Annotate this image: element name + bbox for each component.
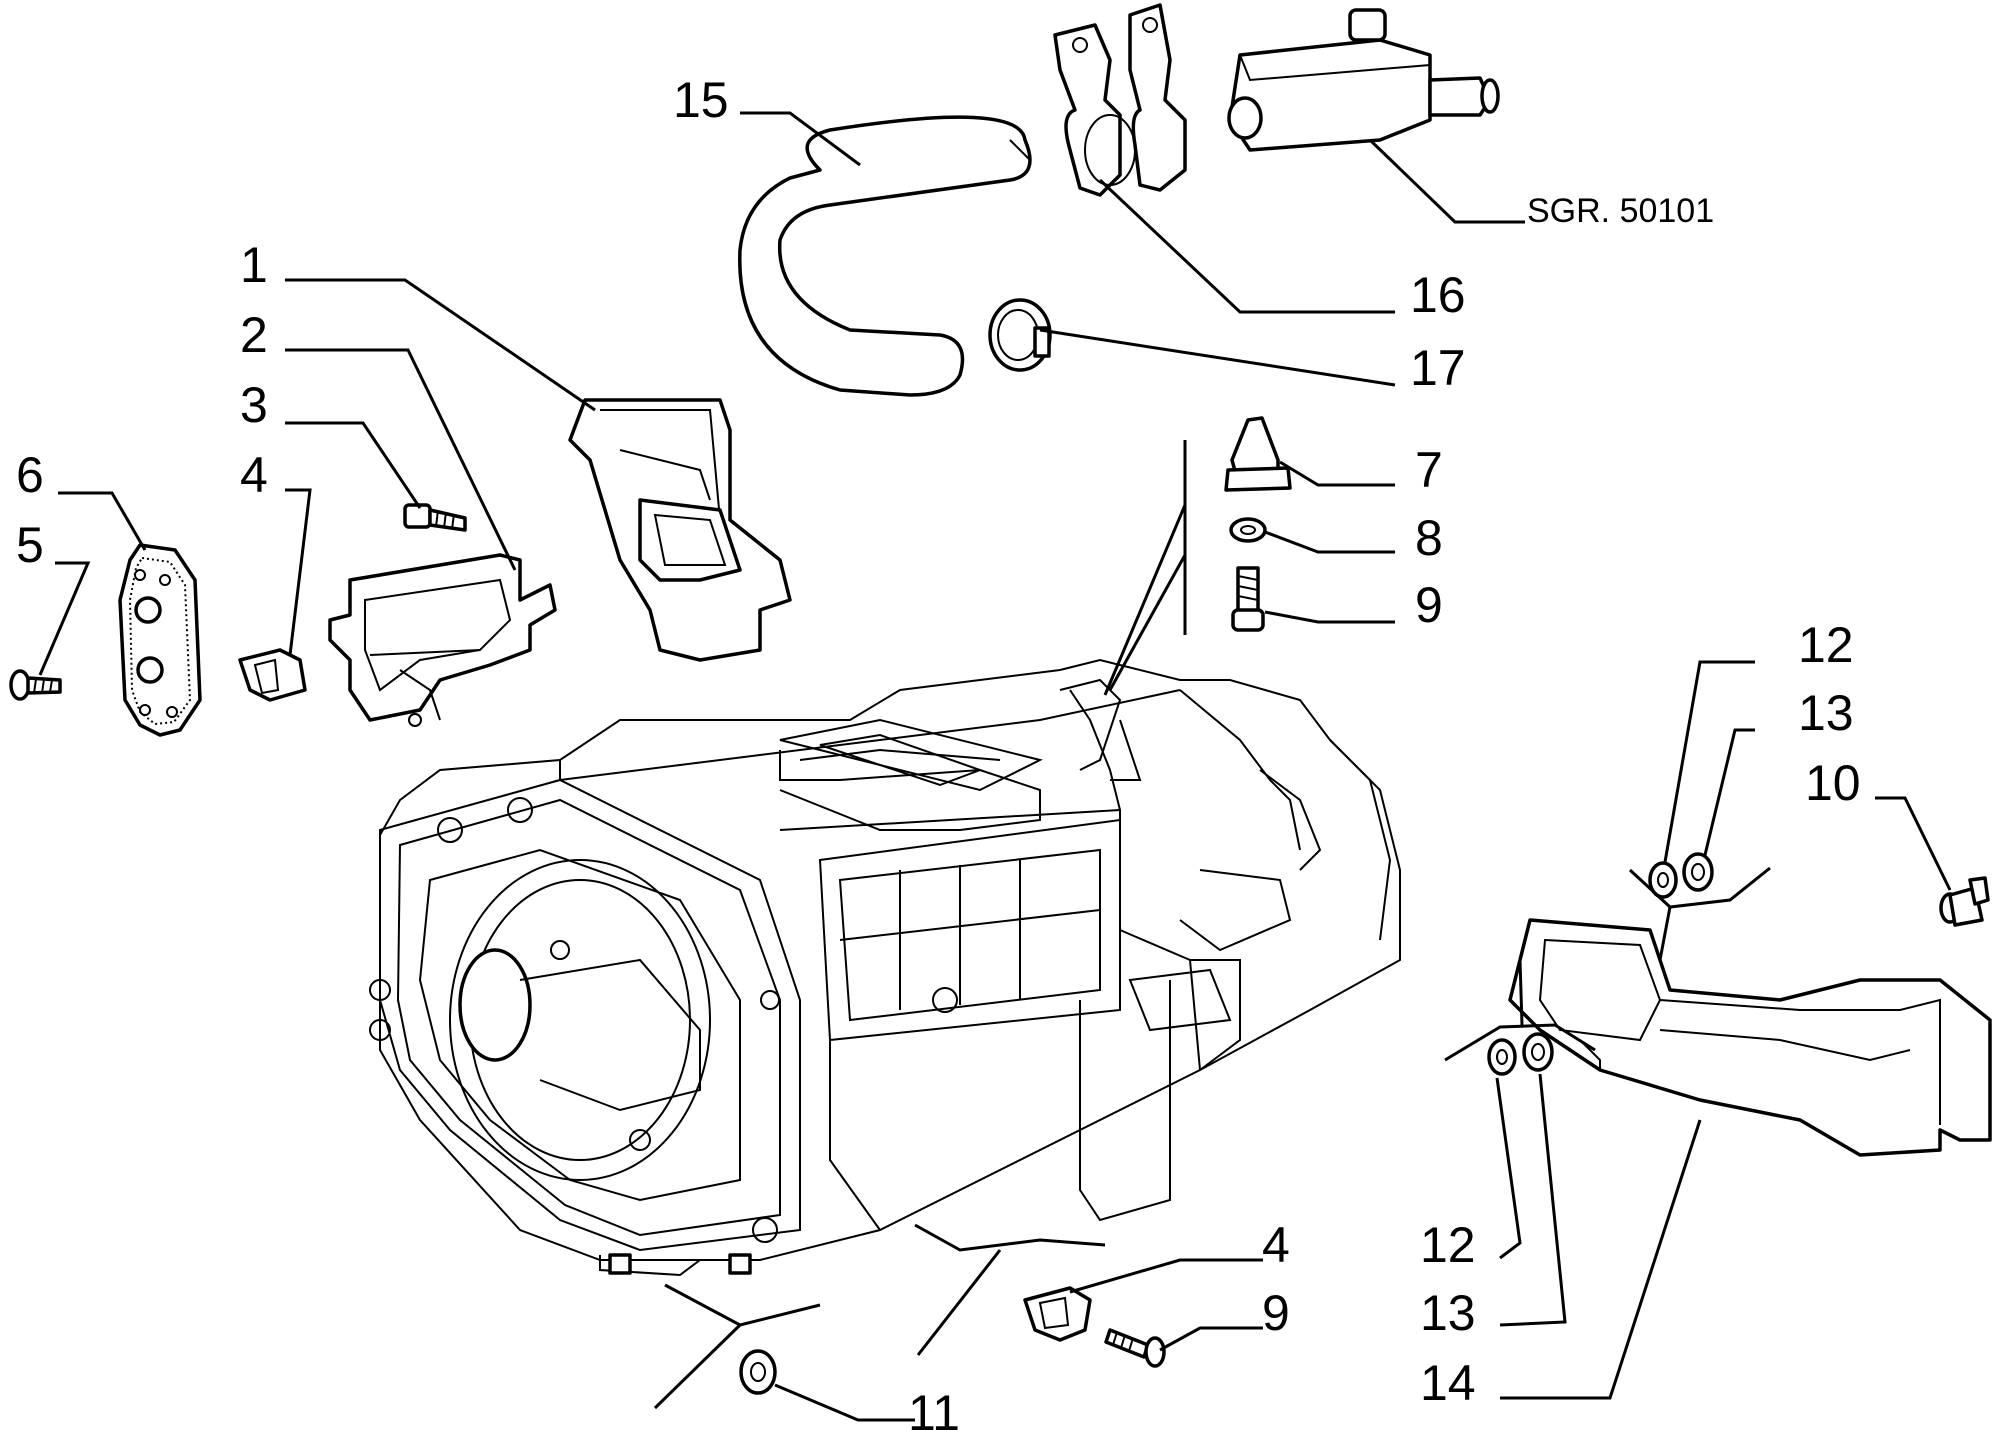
label-15: 15 xyxy=(673,72,729,128)
label-17: 17 xyxy=(1410,340,1466,396)
label-1: 1 xyxy=(240,237,268,293)
leader-lines xyxy=(38,111,1952,1422)
reference-label: SGR. 50101 xyxy=(1527,192,1714,230)
label-3: 3 xyxy=(240,377,268,433)
label-13-upper: 13 xyxy=(1798,685,1854,741)
label-5: 5 xyxy=(16,517,44,573)
reference-valve xyxy=(1227,8,1500,152)
part-clip-4-top xyxy=(238,648,307,702)
label-11: 11 xyxy=(908,1385,960,1430)
heater-housing xyxy=(369,658,1401,1277)
part-cap-7 xyxy=(1224,416,1292,492)
part-washer-8 xyxy=(1229,517,1267,543)
part-clamp-16 xyxy=(1053,3,1187,197)
label-13-lower: 13 xyxy=(1420,1285,1476,1341)
part-bolt-9-top xyxy=(1231,566,1265,632)
label-9-bottom: 9 xyxy=(1262,1285,1290,1341)
part-screw-5 xyxy=(9,669,62,701)
label-7: 7 xyxy=(1415,442,1443,498)
label-8: 8 xyxy=(1415,510,1443,566)
part-hose-15 xyxy=(738,115,1032,397)
part-washer-12-lower xyxy=(1487,1038,1517,1076)
part-duct-14 xyxy=(1508,918,1992,1157)
part-bolt-10 xyxy=(1939,876,1990,927)
part-gasket-6 xyxy=(118,543,202,737)
callout-labels: 1 2 3 4 5 6 7 8 9 10 11 12 13 14 15 16 1… xyxy=(16,72,1861,1430)
part-bracket-2 xyxy=(328,553,557,727)
label-10: 10 xyxy=(1805,755,1861,811)
label-14: 14 xyxy=(1420,1355,1476,1411)
label-4-top: 4 xyxy=(240,447,268,503)
part-washer-12-upper xyxy=(1648,861,1678,899)
label-2: 2 xyxy=(240,307,268,363)
label-12-upper: 12 xyxy=(1798,617,1854,673)
part-screw-3 xyxy=(403,503,467,532)
part-nut-13-upper xyxy=(1682,852,1714,892)
label-12-lower: 12 xyxy=(1420,1217,1476,1273)
part-nut-11 xyxy=(739,1349,777,1395)
part-hose-clip-17 xyxy=(988,298,1052,372)
label-16: 16 xyxy=(1410,267,1466,323)
part-duct-1 xyxy=(568,398,792,662)
part-nut-13-lower xyxy=(1522,1032,1554,1072)
part-clip-4-bottom xyxy=(1023,1286,1092,1342)
part-screw-9-bottom xyxy=(1104,1328,1166,1368)
label-9-top: 9 xyxy=(1415,577,1443,633)
label-4-bottom: 4 xyxy=(1262,1217,1290,1273)
label-6: 6 xyxy=(16,447,44,503)
